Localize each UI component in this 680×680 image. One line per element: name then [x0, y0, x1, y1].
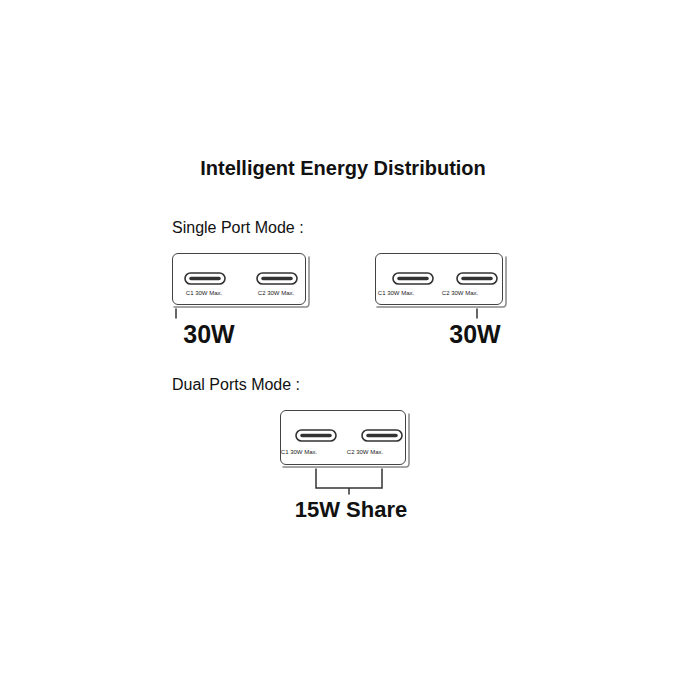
usb-c-ports: [185, 273, 497, 441]
mode-heading: Dual Ports Mode :: [172, 376, 300, 394]
share-bracket: [316, 469, 382, 494]
port-label: C2 30W Max.: [347, 449, 383, 455]
port-label: C1 30W Max.: [378, 290, 414, 296]
port-label: C2 30W Max.: [258, 290, 294, 296]
panel-shadow: [377, 257, 506, 307]
port-label: C1 30W Max.: [186, 290, 222, 296]
power-share: 15W Share: [295, 497, 408, 522]
charger-panel: C1 30W Max. C2 30W Max.: [280, 410, 406, 465]
leader-line: [476, 309, 478, 318]
leader-line: [175, 309, 177, 318]
diagram-title: Intelligent Energy Distribution: [200, 157, 486, 180]
port-label: C2 30W Max.: [442, 290, 478, 296]
power-value: 30W: [183, 320, 234, 349]
panel-shadow: [283, 414, 409, 467]
panel-shadow: [174, 257, 309, 307]
charger-panel: C1 30W Max. C2 30W Max.: [172, 253, 306, 305]
mode-heading: Single Port Mode :: [172, 219, 304, 237]
power-value: 30W: [449, 320, 500, 349]
charger-panel: C1 30W Max. C2 30W Max.: [375, 253, 503, 305]
port-label: C1 30W Max.: [281, 449, 317, 455]
